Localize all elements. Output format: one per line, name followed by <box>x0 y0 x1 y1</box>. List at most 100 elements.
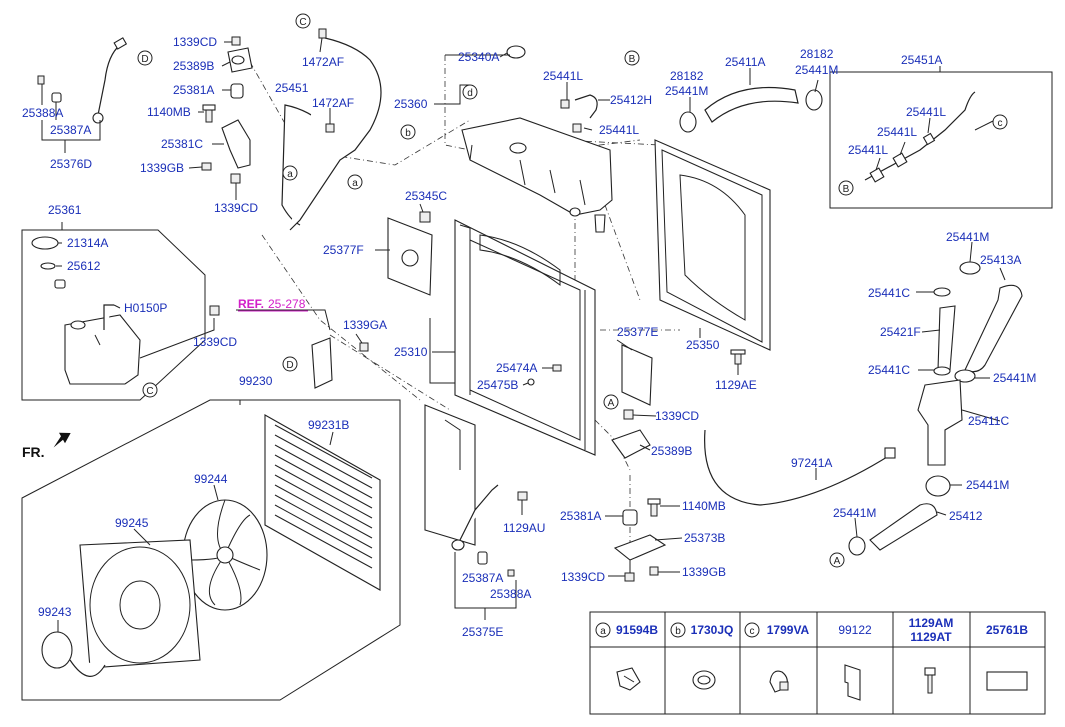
pressure-cap-25340A[interactable] <box>506 45 526 59</box>
condenser-99231B[interactable] <box>264 414 381 591</box>
svg-text:A: A <box>834 556 841 567</box>
rubber-mount-25381A-top[interactable] <box>230 83 244 99</box>
drain-plug-25474A[interactable] <box>552 364 562 372</box>
bolt-1339CD-top[interactable] <box>231 36 241 46</box>
nut-1339GB-bottom[interactable] <box>649 566 659 576</box>
mount-bracket-25389B[interactable] <box>227 47 253 73</box>
fan-shroud-25350[interactable] <box>654 139 771 351</box>
label-25441L-3: 25441L <box>906 105 946 119</box>
nut-1339CD-bottom[interactable] <box>624 572 635 582</box>
clip-1472AF-mid[interactable] <box>325 123 335 133</box>
clamp-28182-right[interactable] <box>805 89 823 111</box>
label-25375E: 25375E <box>462 625 503 639</box>
label-1339CD-right: 1339CD <box>655 409 699 423</box>
clip-25345C[interactable] <box>419 211 431 223</box>
clamp-25441C-1[interactable] <box>933 287 951 297</box>
clamp-25441C-2[interactable] <box>933 366 951 376</box>
clip-25388A-small[interactable] <box>37 75 45 85</box>
bolt-1129AU[interactable] <box>517 491 528 501</box>
label-25345C: 25345C <box>405 189 447 203</box>
hose-25412H[interactable] <box>574 94 598 119</box>
label-25376D: 25376D <box>50 157 92 171</box>
legend-cell-a: a 91594B <box>595 622 658 638</box>
label-25475B: 25475B <box>477 378 518 392</box>
svg-text:A: A <box>608 398 615 409</box>
fan-motor-99243[interactable] <box>41 631 106 677</box>
rubber-mount-25381A-bottom[interactable] <box>622 509 638 526</box>
svg-text:D: D <box>286 360 293 371</box>
leader-25376D <box>41 84 101 153</box>
overflow-hose-25375E[interactable] <box>451 484 499 551</box>
sensor-H0150P[interactable] <box>103 304 114 330</box>
overflow-hose-25376D[interactable] <box>92 37 128 124</box>
air-guide-panel[interactable] <box>424 404 476 546</box>
nut-1339GA[interactable] <box>359 342 369 352</box>
clamp-25387A-small[interactable] <box>51 92 62 103</box>
label-25388A-bottom: 25388A <box>490 587 531 601</box>
clamp-25441M-3[interactable] <box>959 261 981 275</box>
label-25412: 25412 <box>949 509 983 523</box>
bolt-1140MB-bottom[interactable] <box>647 498 661 517</box>
nut-1339GB-top[interactable] <box>201 162 212 171</box>
hose-upper-1472AF[interactable] <box>289 37 382 231</box>
label-25441L-4: 25441L <box>877 125 917 139</box>
svg-text:b: b <box>405 128 411 139</box>
clamp-25441M-5[interactable] <box>925 475 951 497</box>
legend-cell-b: b 1730JQ <box>670 622 733 638</box>
label-1339GB-bottom: 1339GB <box>682 565 726 579</box>
bolt-1129AE[interactable] <box>730 349 746 365</box>
label-25441M-4: 25441M <box>993 371 1036 385</box>
clamp-25441M-4[interactable] <box>954 369 976 383</box>
label-97241A: 97241A <box>791 456 832 470</box>
svg-text:1129AM: 1129AM <box>909 616 954 630</box>
upper-hose-25411A[interactable] <box>704 87 799 123</box>
clamp-25441L-2[interactable] <box>572 123 582 133</box>
clamp-25387A-bottom[interactable] <box>477 551 488 565</box>
leader-25375E <box>454 552 517 620</box>
bracket-D-left[interactable] <box>311 337 333 389</box>
hose-97241A[interactable] <box>704 429 896 506</box>
ref-label[interactable]: REF. 25-278 <box>238 297 308 312</box>
label-1339GB-top: 1339GB <box>140 161 184 175</box>
nut-1339CD-left[interactable] <box>209 305 220 316</box>
reservoir-cap-21314A[interactable] <box>31 236 59 250</box>
bolt-1140MB-top[interactable] <box>202 104 216 123</box>
front-label: FR. <box>22 444 45 460</box>
expansion-tank-25360[interactable] <box>461 117 613 233</box>
label-25441M-1: 25441M <box>665 84 708 98</box>
label-25413A: 25413A <box>980 253 1021 267</box>
fan-blade-99244[interactable] <box>182 499 268 611</box>
gasket-25612[interactable] <box>40 262 56 270</box>
strainer-small[interactable] <box>54 279 66 289</box>
clip-1472AF-top[interactable] <box>318 28 327 39</box>
callout-A-bottom: A <box>829 552 845 568</box>
hose-25411C[interactable] <box>917 379 963 466</box>
fan-shroud-99245[interactable] <box>79 539 201 669</box>
clamp-25441L-1[interactable] <box>560 99 570 109</box>
nut-1339CD-mid[interactable] <box>230 173 241 184</box>
svg-text:d: d <box>467 88 473 99</box>
bracket-25377F[interactable] <box>387 217 433 296</box>
bracket-25377E[interactable] <box>621 344 653 406</box>
hose-25421F[interactable] <box>937 305 956 371</box>
nut-1339CD-right[interactable] <box>623 409 634 420</box>
drain-ring-25475B[interactable] <box>527 378 535 386</box>
part-labels: 25376D 25387A 25388A 1339CD 25389B 25381… <box>22 35 1036 639</box>
label-25373B: 25373B <box>684 531 725 545</box>
bracket-25389B-bottom[interactable] <box>611 429 651 459</box>
radiator-core-25310[interactable] <box>454 219 596 456</box>
hose-25413A[interactable] <box>964 284 1023 373</box>
label-25441M-2: 25441M <box>795 63 838 77</box>
clamp-25441M-6[interactable] <box>848 536 866 556</box>
front-direction-indicator: FR. <box>22 432 71 460</box>
label-25441L-5: 25441L <box>848 143 888 157</box>
hose-25412[interactable] <box>869 503 938 551</box>
hose-25451A[interactable] <box>864 91 976 183</box>
label-25441M-5: 25441M <box>966 478 1009 492</box>
label-25451A: 25451A <box>901 53 942 67</box>
label-25381C: 25381C <box>161 137 203 151</box>
reservoir-tank[interactable] <box>64 314 141 385</box>
clip-25388A-bottom[interactable] <box>507 569 515 577</box>
bracket-25381C[interactable] <box>221 119 251 169</box>
clamp-28182-left[interactable] <box>679 111 697 133</box>
